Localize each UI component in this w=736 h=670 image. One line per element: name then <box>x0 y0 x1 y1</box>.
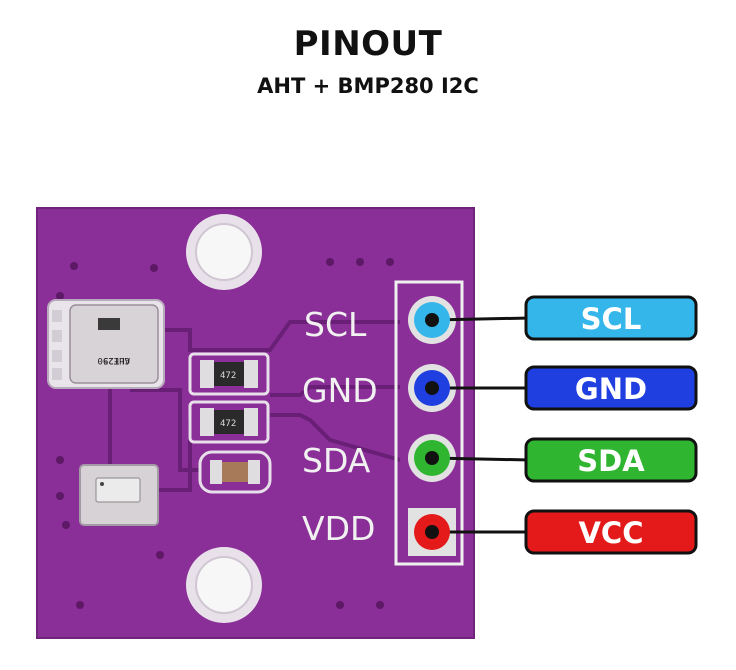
pcb-traces <box>108 320 401 492</box>
pin-dot-gnd <box>414 370 450 406</box>
pcb-edge <box>36 207 475 639</box>
aht-chip-text-1: AHT25 <box>103 355 130 365</box>
pin-label-gnd: GND <box>524 365 698 411</box>
pcb-vias <box>56 258 394 609</box>
resistor-r2: 472 <box>188 400 270 444</box>
pin-dot-vcc <box>414 514 450 550</box>
page-subtitle: AHT + BMP280 I2C <box>257 74 479 98</box>
pin-dot-sda <box>414 440 450 476</box>
page-title: PINOUT <box>293 24 443 64</box>
silk-pin-vdd: VDD <box>302 509 375 548</box>
pin-label-gnd-text: GND <box>575 372 647 406</box>
aht-chip-text-2: CLE290 <box>97 355 130 365</box>
resistor-r1: 472 <box>188 352 270 396</box>
header-outline <box>394 280 464 566</box>
pin-label-vcc-text: VCC <box>578 516 643 550</box>
resistor-r1-label: 472 <box>220 371 236 381</box>
mounting-hole-bottom <box>186 547 262 623</box>
pin-label-sda: SDA <box>524 437 698 483</box>
pin-dot-scl <box>414 302 450 338</box>
silk-pin-gnd: GND <box>302 371 378 410</box>
resistor-r2-label: 472 <box>220 419 236 429</box>
bmp280-sensor-chip <box>79 464 159 526</box>
pin-label-scl-text: SCL <box>581 302 642 336</box>
aht-sensor-chip: AHT25 CLE290 <box>47 299 165 389</box>
silk-pin-sda: SDA <box>302 441 371 480</box>
silk-pin-scl: SCL <box>304 305 367 344</box>
pin-label-vcc: VCC <box>524 509 698 555</box>
capacitor-c1 <box>198 450 272 494</box>
pin-label-scl: SCL <box>524 295 698 341</box>
mounting-hole-top <box>186 214 262 290</box>
pin-label-sda-text: SDA <box>577 444 645 478</box>
